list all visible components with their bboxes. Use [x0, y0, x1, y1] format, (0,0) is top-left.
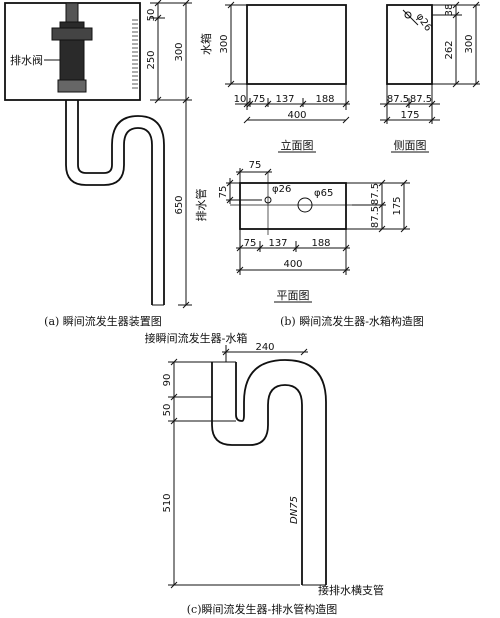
elevation-title: 立面图 [281, 138, 314, 152]
s-trap-pipe [211, 359, 327, 585]
valve-flange [51, 27, 93, 41]
plan-hole-small-label: φ26 [272, 184, 291, 195]
figure-b-plan: φ26 φ65 75 75 87.5 87.5 175 [218, 160, 424, 328]
water-level-hatch [132, 19, 138, 89]
figure-a-installation: 排水阀 50 250 300 650 排水管 (a) 瞬间流发生器装置图 [4, 0, 208, 328]
plan-dim-400: 400 [283, 259, 302, 270]
side-dim-300: 300 [464, 34, 475, 53]
elev-dim-10: 10 [234, 94, 247, 105]
tank-plan-outline [239, 182, 347, 230]
plan-dim-188: 188 [311, 238, 330, 249]
plan-dim-75-left: 75 [218, 186, 229, 199]
pipe-dim-510: 510 [162, 493, 173, 512]
valve-outlet [57, 79, 87, 93]
drain-pipe [65, 100, 165, 305]
dim-a-650: 650 [174, 195, 185, 214]
top-connection-label: 接瞬间流发生器-水箱 [145, 331, 248, 345]
side-dim-262: 262 [444, 40, 455, 59]
plan-dim-75-top: 75 [249, 160, 262, 171]
tank-elevation-outline [246, 4, 347, 85]
caption-c: (c)瞬间流发生器-排水管构造图 [187, 602, 337, 616]
pipe-dim-240: 240 [255, 342, 274, 353]
elev-dim-75: 75 [253, 94, 266, 105]
elev-dim-300: 300 [219, 34, 230, 53]
dim-a-50: 50 [146, 9, 157, 22]
side-hole-label: φ26 [414, 11, 434, 33]
plan-hole-large-label: φ65 [314, 188, 333, 199]
side-dim-87-5-b: 87.5 [410, 94, 432, 105]
tank-side-label: 水箱 [199, 33, 213, 55]
side-dim-87-5-a: 87.5 [387, 94, 409, 105]
dim-a-250: 250 [146, 50, 157, 69]
side-dim-175: 175 [400, 110, 419, 121]
side-hole [404, 11, 412, 19]
figure-b-side-view: φ26 38 262 300 87.5 87.5 175 侧 [380, 1, 480, 153]
figure-b-elevation: 300 水箱 10 75 137 188 400 立面图 [199, 1, 350, 153]
caption-a: (a) 瞬间流发生器装置图 [44, 314, 162, 328]
elev-dim-400: 400 [287, 110, 306, 121]
elev-dim-137: 137 [275, 94, 294, 105]
plan-dim-137: 137 [268, 238, 287, 249]
plan-dim-87-5-b: 87.5 [370, 206, 381, 228]
pipe-label: 排水管 [194, 189, 208, 222]
tank-side-outline [386, 4, 433, 85]
side-dim-38: 38 [444, 4, 455, 17]
valve-stem [65, 2, 79, 23]
side-view-title: 侧面图 [394, 139, 427, 152]
figure-c-pipe: 接瞬间流发生器-水箱 240 90 50 510 DN75 接排水横支管 (c)… [145, 331, 384, 616]
elev-dim-188: 188 [315, 94, 334, 105]
plan-dim-87-5-a: 87.5 [370, 183, 381, 205]
dim-a-300: 300 [174, 42, 185, 61]
pipe-spec-label: DN75 [289, 496, 300, 524]
plan-title: 平面图 [277, 289, 310, 302]
pipe-dim-90: 90 [162, 374, 173, 387]
plan-dim-75: 75 [244, 238, 257, 249]
pipe-dim-50: 50 [162, 404, 173, 417]
valve-label: 排水阀 [10, 53, 43, 67]
bottom-connection-label: 接排水横支管 [318, 583, 384, 597]
caption-b: (b) 瞬间流发生器-水箱构造图 [280, 314, 424, 328]
plan-dim-175: 175 [392, 196, 403, 215]
dim-chain-a [150, 0, 192, 309]
